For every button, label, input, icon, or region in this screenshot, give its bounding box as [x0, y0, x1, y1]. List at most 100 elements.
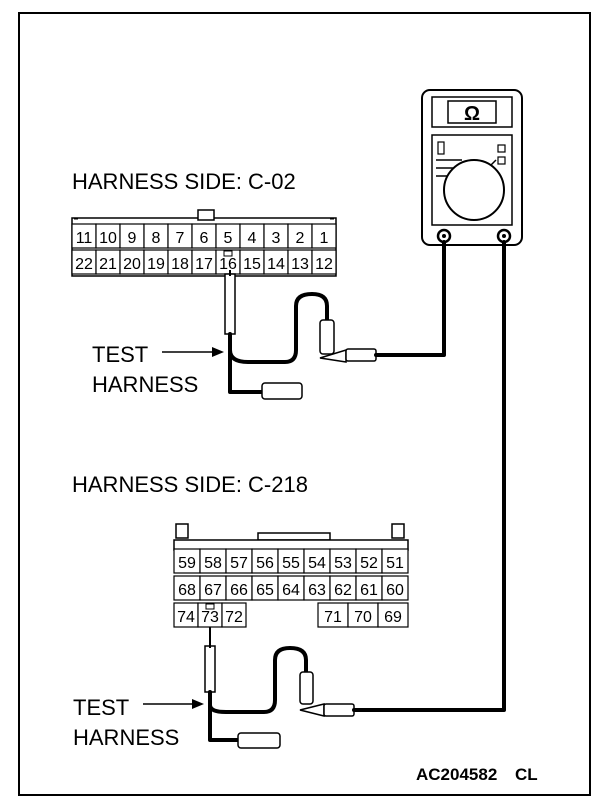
- pin-label: 54: [308, 555, 326, 572]
- pin-5: 5: [215, 223, 241, 249]
- pin-66: 66: [225, 575, 253, 601]
- pin-3: 3: [263, 223, 289, 249]
- pin-label: 18: [171, 256, 189, 273]
- pin-label: 21: [99, 256, 117, 273]
- test-harness-lower: [204, 240, 506, 749]
- figure-code: AC204582: [416, 765, 497, 784]
- leader-arrow-1: [162, 347, 224, 357]
- pin-label: 20: [123, 256, 141, 273]
- pin-label: 10: [99, 230, 117, 247]
- pin-label: 58: [204, 555, 222, 572]
- connector-c218-latch: [257, 532, 331, 541]
- pin-label: 71: [324, 609, 342, 626]
- pin-label: 64: [282, 582, 300, 599]
- pin-label: 2: [296, 230, 305, 247]
- pin-9: 9: [119, 223, 145, 249]
- pin-label: 60: [386, 582, 404, 599]
- pin-10: 10: [95, 223, 121, 249]
- pin-64: 64: [277, 575, 305, 601]
- pin-71: 71: [317, 602, 349, 628]
- pin-51: 51: [381, 548, 409, 574]
- pin-60: 60: [381, 575, 409, 601]
- pin-58: 58: [199, 548, 227, 574]
- pin-label: 62: [334, 582, 352, 599]
- pin-67: 67: [199, 575, 227, 601]
- pin-19: 19: [143, 249, 169, 275]
- pin-8: 8: [143, 223, 169, 249]
- pin-69: 69: [377, 602, 409, 628]
- pin-label: 3: [272, 230, 281, 247]
- pin-53: 53: [329, 548, 357, 574]
- multimeter-display: [447, 100, 497, 124]
- pin-label: 51: [386, 555, 404, 572]
- pin-label: 14: [267, 256, 285, 273]
- pin-12: 12: [311, 249, 337, 275]
- pin-label: 56: [256, 555, 274, 572]
- pin-label: 7: [176, 230, 185, 247]
- pin-label: 69: [384, 609, 402, 626]
- figure-code-suffix: CL: [515, 765, 538, 784]
- pin-label: 12: [315, 256, 333, 273]
- pin-label: 59: [178, 555, 196, 572]
- pin-13: 13: [287, 249, 313, 275]
- pin-label: 5: [224, 230, 233, 247]
- pin-11: 11: [71, 223, 97, 249]
- test-harness-label-2-line2: HARNESS: [73, 725, 179, 750]
- pin-label: 72: [225, 609, 243, 626]
- probe-upper: [224, 273, 236, 335]
- pin-68: 68: [173, 575, 201, 601]
- pin-54: 54: [303, 548, 331, 574]
- pin-57: 57: [225, 548, 253, 574]
- pin-7: 7: [167, 223, 193, 249]
- test-harness-upper: [224, 240, 446, 400]
- pin-label: 15: [243, 256, 261, 273]
- pin-52: 52: [355, 548, 383, 574]
- pin-label: 16: [219, 256, 237, 273]
- pin-74: 74: [173, 602, 199, 628]
- pin-label: 63: [308, 582, 326, 599]
- test-harness-label-1-line1: TEST: [92, 342, 148, 367]
- pin-61: 61: [355, 575, 383, 601]
- pin-label: 55: [282, 555, 300, 572]
- pin-56: 56: [251, 548, 279, 574]
- pin-label: 4: [248, 230, 257, 247]
- pin-2: 2: [287, 223, 313, 249]
- pin-label: 67: [204, 582, 222, 599]
- pin-label: 6: [200, 230, 209, 247]
- pin-label: 53: [334, 555, 352, 572]
- pin-label: 73: [201, 609, 219, 626]
- pin-15: 15: [239, 249, 265, 275]
- pin-label: 11: [76, 230, 93, 247]
- pin-65: 65: [251, 575, 279, 601]
- pin-label: 57: [230, 555, 248, 572]
- pin-label: 70: [354, 609, 372, 626]
- pin-59: 59: [173, 548, 201, 574]
- test-harness-label-2-line1: TEST: [73, 695, 129, 720]
- pin-14: 14: [263, 249, 289, 275]
- pin-label: 66: [230, 582, 248, 599]
- pin-label: 9: [128, 230, 137, 247]
- pin-73: 73: [197, 602, 223, 628]
- test-harness-label-1-line2: HARNESS: [92, 372, 198, 397]
- pin-17: 17: [191, 249, 217, 275]
- pin-label: 65: [256, 582, 274, 599]
- connector-c218-label: HARNESS SIDE: C-218: [72, 472, 308, 497]
- pin-72: 72: [221, 602, 247, 628]
- figure-frame: [18, 12, 591, 796]
- pin-55: 55: [277, 548, 305, 574]
- pin-6: 6: [191, 223, 217, 249]
- leader-arrow-2: [143, 699, 204, 709]
- pin-20: 20: [119, 249, 145, 275]
- pin-label: 68: [178, 582, 196, 599]
- pin-label: 8: [152, 230, 161, 247]
- pin-18: 18: [167, 249, 193, 275]
- pin-label: 61: [360, 582, 378, 599]
- pin-label: 74: [177, 609, 195, 626]
- pin-label: 19: [147, 256, 165, 273]
- pin-4: 4: [239, 223, 265, 249]
- pin-21: 21: [95, 249, 121, 275]
- probe-lower: [204, 645, 216, 693]
